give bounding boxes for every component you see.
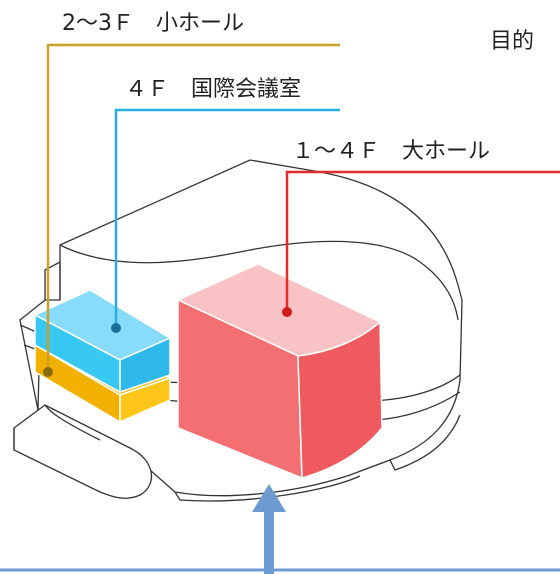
label-small-hall: 2～3Ｆ 小ホール	[62, 11, 244, 36]
label-purpose: 目的	[490, 29, 534, 54]
entrance-arrow	[252, 484, 286, 574]
intl-conference-block	[33, 289, 172, 394]
callout-large-hall	[282, 170, 560, 317]
callout-small-hall	[43, 43, 340, 377]
label-intl-conference: ４Ｆ 国際会議室	[125, 77, 301, 102]
callout-intl-conference	[111, 108, 340, 333]
label-large-hall: １～４Ｆ 大ホール	[292, 139, 490, 164]
annex-slab	[13, 404, 153, 499]
large-hall-block	[176, 263, 383, 480]
